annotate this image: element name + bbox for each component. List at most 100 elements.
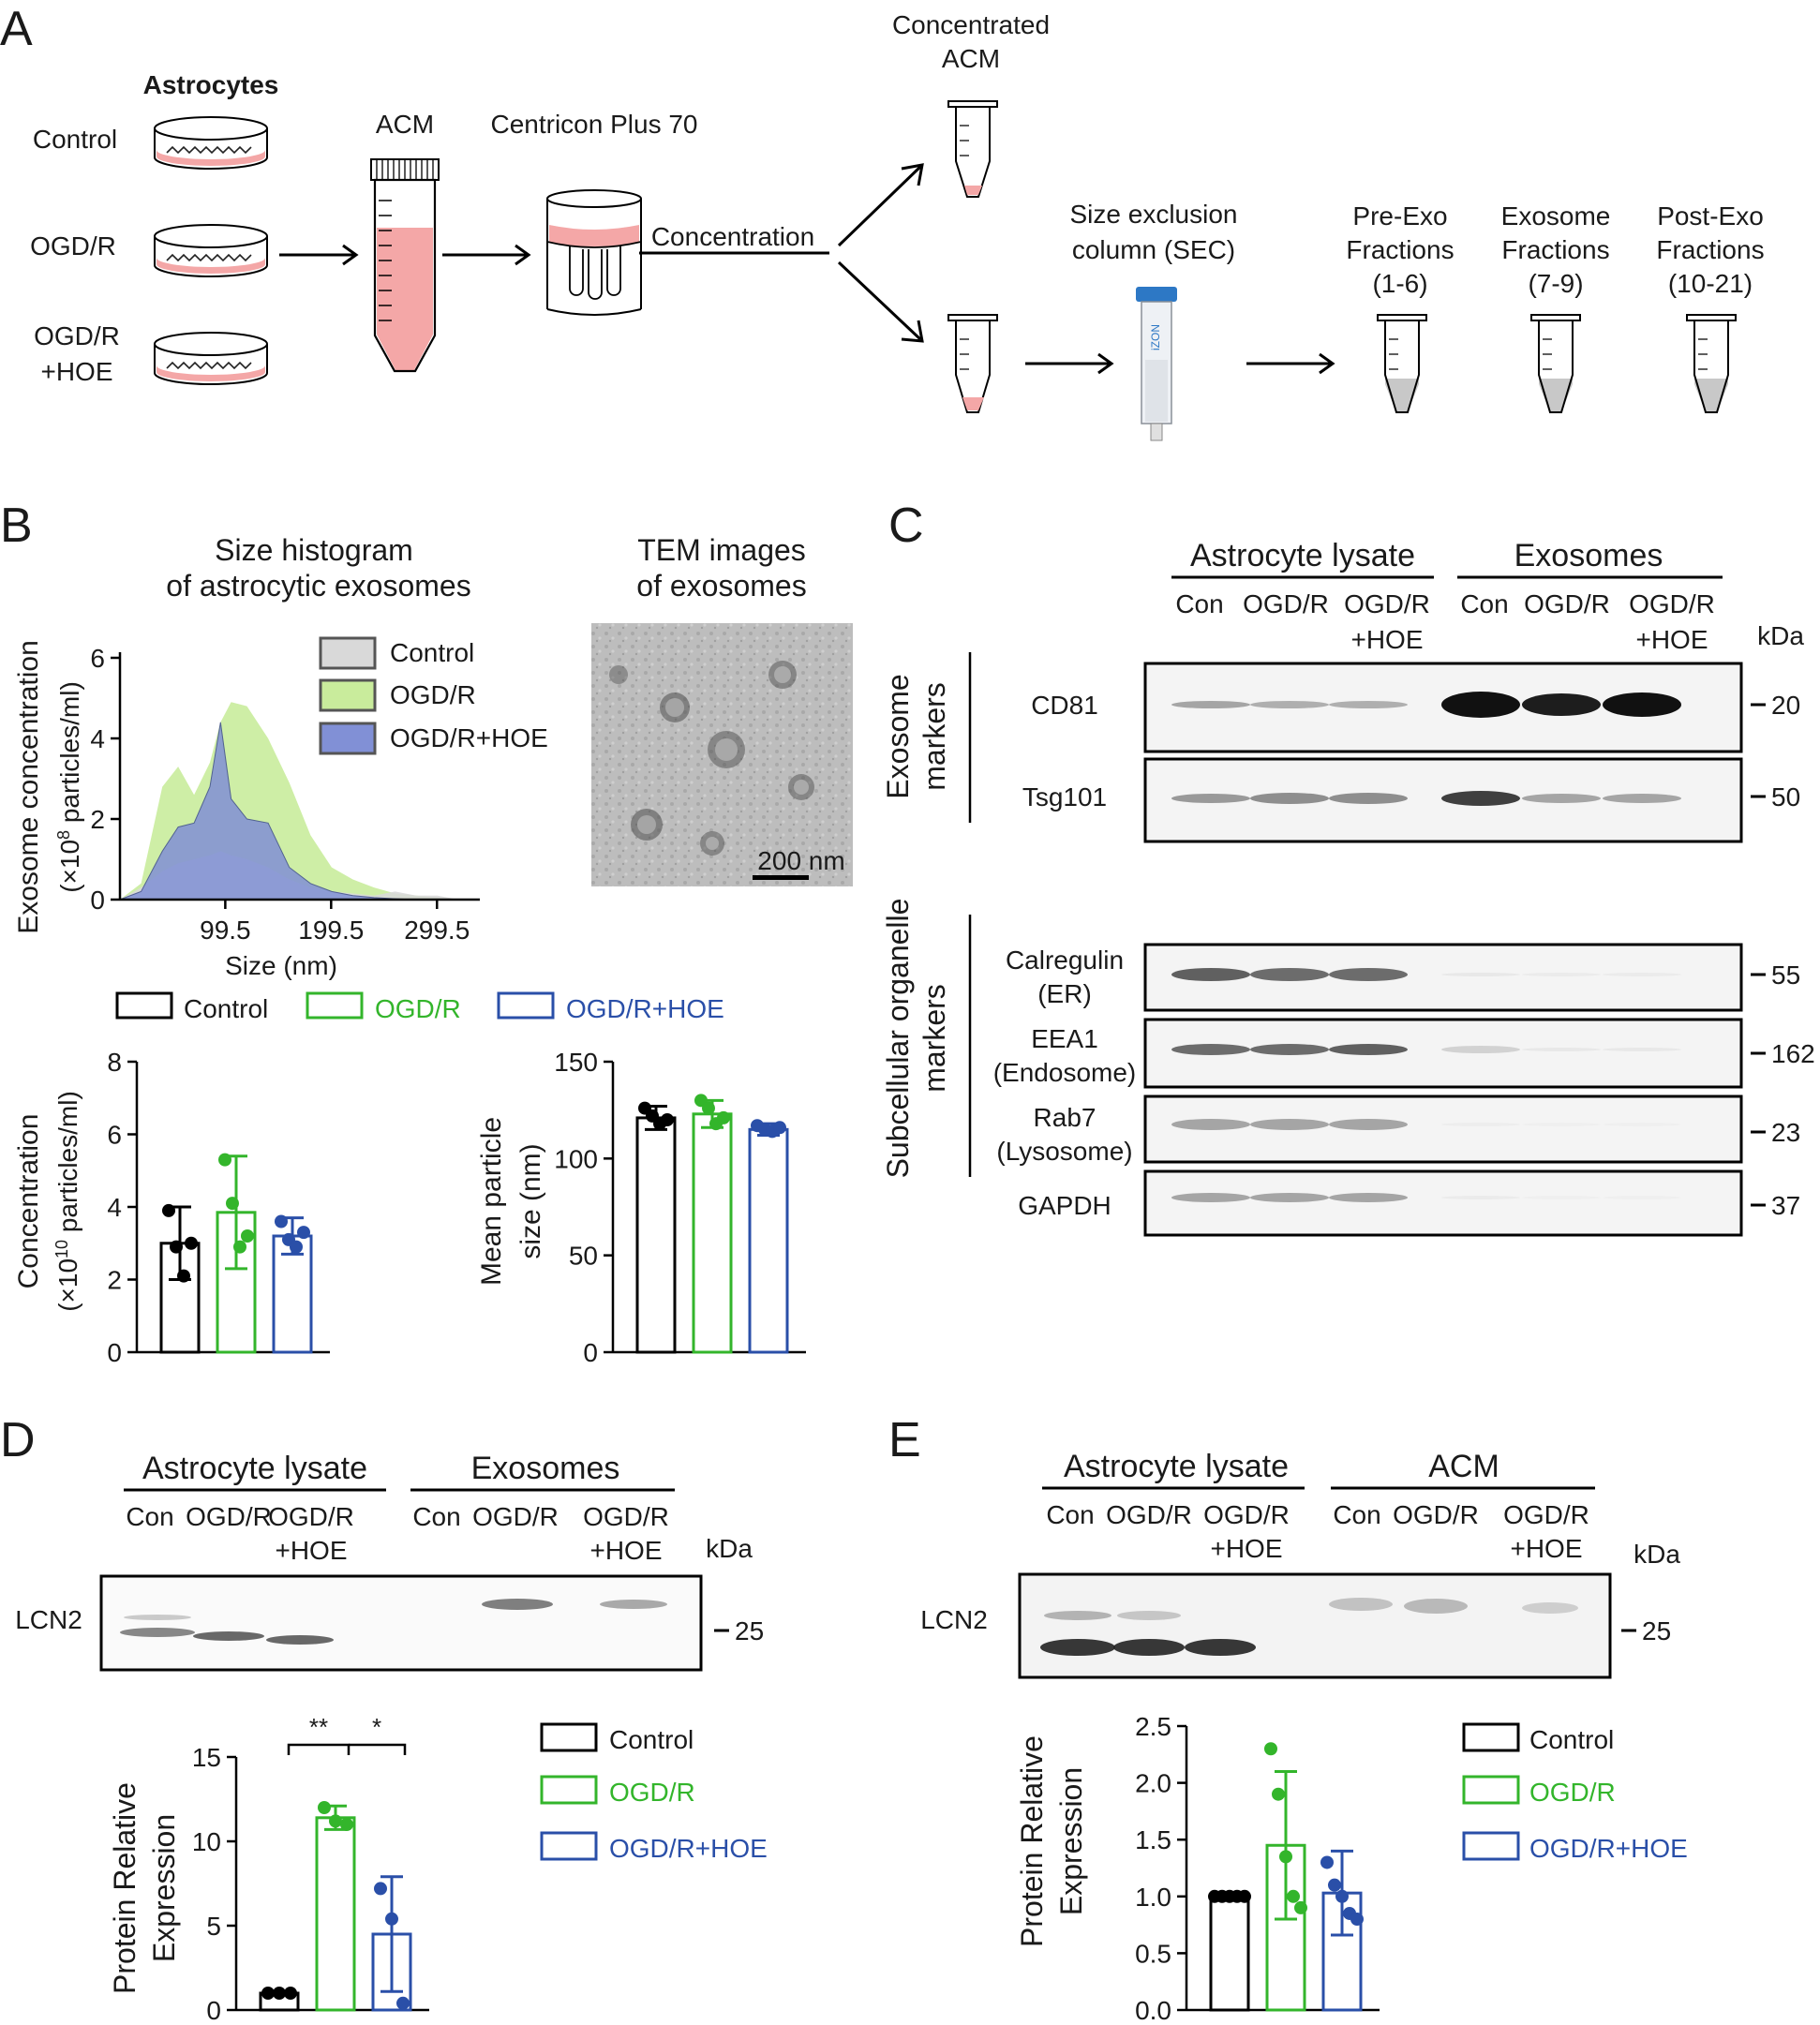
c-header-lysate: Astrocyte lysate — [1190, 538, 1415, 573]
arrow-tube-to-centricon — [442, 244, 531, 266]
bar-legend-swatch-ogdr-hoe — [497, 991, 555, 1020]
d-legend: Control OGD/R OGD/R+HOE — [540, 1722, 768, 1863]
fraction-pre-label-3: (1-6) — [1372, 269, 1427, 298]
blot-rab7-band — [1250, 1119, 1329, 1130]
sec-column: iZON — [1136, 287, 1177, 441]
sample-tube — [947, 314, 998, 413]
histogram-title-1: Size histogram — [215, 533, 413, 567]
blot-gapdh-band — [1329, 1193, 1408, 1202]
d-lane-label: OGD/R — [268, 1502, 354, 1531]
histogram-x-axis-label: Size (nm) — [225, 951, 337, 980]
e-lane-label: +HOE — [1510, 1534, 1582, 1563]
bar-legend-swatch-ogdr — [306, 991, 364, 1020]
bar-legend-label-ogdr: OGD/R — [375, 994, 461, 1023]
d-point-ogd-r-hoe — [374, 1882, 387, 1896]
blot-tsg101-band — [1329, 793, 1408, 804]
concentration-point-ogd-r — [233, 1240, 246, 1254]
blot-tsg101-frame — [1143, 757, 1743, 843]
panel-letter-a: A — [0, 2, 33, 56]
panel-a: A Astrocytes Control OGD/R OGD/R +HOE — [0, 2, 1765, 441]
blot-rab7-band — [1441, 1123, 1520, 1126]
d-legend-ogdr: OGD/R — [609, 1778, 695, 1807]
c-group1-label-1: Exosome — [881, 674, 915, 798]
size-y-tick-label: 0 — [583, 1338, 598, 1367]
d-lane-label: OGD/R — [472, 1502, 559, 1531]
blot-eea1-band — [1329, 1044, 1408, 1055]
blot-calregulin-band — [1329, 968, 1408, 981]
blot-calregulin-band — [1441, 973, 1520, 976]
blot-rab7-mw-label: 23 — [1771, 1118, 1800, 1147]
e-lane-label: OGD/R — [1393, 1500, 1479, 1529]
concentration-point-ogd-r-hoe — [297, 1226, 310, 1240]
sec-label-2: column (SEC) — [1072, 235, 1235, 264]
acm-label: ACM — [376, 110, 434, 139]
e-legend-ogdr-hoe: OGD/R+HOE — [1529, 1834, 1688, 1863]
size-bar-ogd-r-hoe — [748, 1127, 789, 1354]
sec-column-logo: iZON — [1149, 324, 1162, 350]
blot-eea1-label: EEA1 — [1031, 1024, 1098, 1053]
concentration-y-axis-label: Concentration — [13, 1114, 44, 1289]
e-legend: Control OGD/R OGD/R+HOE — [1462, 1722, 1688, 1863]
size-point-ogd-r — [717, 1110, 730, 1124]
blot-eea1-frame — [1143, 1018, 1743, 1089]
size-point-control — [661, 1113, 674, 1126]
e-y-tick-label: 1.5 — [1135, 1825, 1171, 1854]
size-y-tick-label: 100 — [554, 1144, 598, 1173]
histogram-legend: Control OGD/R OGD/R+HOE — [319, 636, 548, 755]
blot-calregulin-label: Calregulin — [1006, 945, 1124, 975]
dish-control — [154, 116, 268, 170]
legend-label-ogdr: OGD/R — [390, 680, 476, 709]
concentration-y-tick-label: 6 — [107, 1121, 122, 1150]
size-point-ogd-r-hoe — [773, 1121, 786, 1135]
e-point-ogd-r — [1279, 1850, 1292, 1864]
blot-gapdh-band — [1250, 1193, 1329, 1202]
blot-eea1-band — [1171, 1044, 1250, 1055]
c-lane-label: OGD/R — [1629, 589, 1715, 618]
e-legend-ogdr: OGD/R — [1529, 1778, 1616, 1807]
blot-rab7-label-sub: (Lysosome) — [996, 1137, 1132, 1166]
blot-cd81-band — [1441, 692, 1520, 718]
blot-eea1-band — [1603, 1048, 1681, 1051]
bar-legend-swatch-control — [115, 991, 173, 1020]
d-point-ogd-r — [329, 1814, 342, 1828]
fraction-pre-label-2: Fractions — [1346, 235, 1454, 264]
d-point-control — [284, 1987, 297, 2000]
e-y-tick-label: 1.0 — [1135, 1883, 1171, 1912]
concentration-y-tick-label: 2 — [107, 1266, 122, 1295]
c-header-exosomes: Exosomes — [1514, 538, 1663, 573]
e-blot-label: LCN2 — [920, 1605, 988, 1634]
e-y-tick-label: 0.0 — [1135, 1996, 1171, 2025]
blot-calregulin-label-sub: (ER) — [1037, 979, 1092, 1008]
fraction-tube-post — [1686, 314, 1737, 413]
d-mw-label: 25 — [735, 1616, 764, 1645]
fraction-exo-label-1: Exosome — [1501, 201, 1611, 231]
arrow-dishes-to-tube — [279, 244, 359, 266]
c-lane-label: OGD/R — [1524, 589, 1610, 618]
fraction-post-label-2: Fractions — [1656, 235, 1764, 264]
concentration-point-ogd-r — [218, 1153, 231, 1167]
d-sig-2: * — [372, 1713, 381, 1741]
legend-swatch-ogdr-hoe — [319, 722, 377, 755]
e-y-axis-label-2: Expression — [1054, 1767, 1088, 1915]
c-lane-label: Con — [1460, 589, 1508, 618]
blot-cd81-band — [1522, 693, 1601, 716]
histogram-y-tick-label: 0 — [90, 886, 105, 915]
d-lane-label: Con — [412, 1502, 460, 1531]
tem-image: 200 nm — [591, 623, 853, 886]
centricon-label: Centricon Plus 70 — [490, 110, 697, 139]
blot-eea1-band — [1522, 1048, 1601, 1051]
legend-label-ogdr-hoe: OGD/R+HOE — [390, 723, 548, 752]
tem-title-2: of exosomes — [636, 569, 806, 603]
centricon-device — [546, 189, 642, 316]
blot-cd81-band — [1171, 701, 1250, 708]
concentration-point-control — [170, 1240, 183, 1254]
panel-letter-b: B — [0, 499, 33, 553]
blot-calregulin-band — [1603, 973, 1681, 976]
concentration-point-ogd-r-hoe — [290, 1240, 303, 1254]
c-group2-label-2: markers — [917, 984, 951, 1093]
blot-rab7-band — [1522, 1123, 1601, 1126]
